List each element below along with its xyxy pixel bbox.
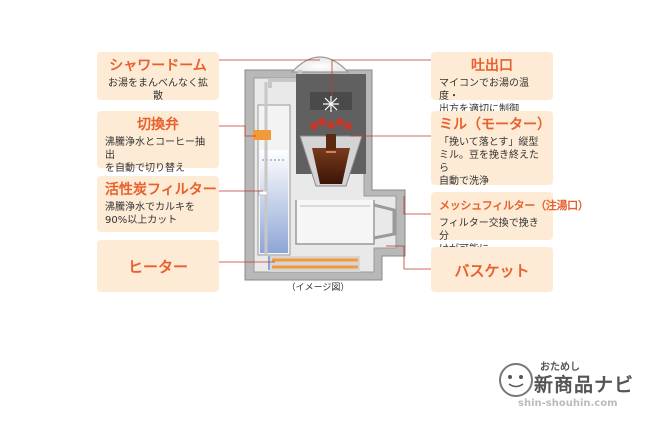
site-logo: おためし 新商品ナビ shin-shouhin.com bbox=[496, 356, 646, 416]
shower-dome bbox=[290, 56, 350, 73]
label-mesh-filter-title: メッシュフィルター（注湯口） bbox=[439, 199, 589, 212]
image-caption: （イメージ図） bbox=[286, 283, 350, 293]
label-mesh-filter: メッシュフィルター（注湯口） フィルター交換で挽き分 けが可能に bbox=[431, 192, 589, 255]
label-shower-dome-title: シャワードーム bbox=[109, 58, 207, 74]
label-switch-valve: 切換弁 沸騰浄水とコーヒー抽出 を自動で切り替え bbox=[97, 111, 219, 174]
logo-url-text: shin-shouhin.com bbox=[518, 398, 618, 409]
logo-main-text: 新商品ナビ bbox=[534, 374, 635, 396]
carbon-filter-icon bbox=[258, 190, 268, 196]
label-mill-desc: 「挽いて落とす」縦型 ミル。豆を挽き終えたら 自動で洗浄 bbox=[439, 137, 539, 187]
label-shower-dome-desc: お湯をまんべんなく拡散 bbox=[108, 78, 208, 102]
water-tank bbox=[257, 104, 291, 256]
logo-small-text: おためし bbox=[540, 362, 580, 373]
label-basket: バスケット bbox=[431, 247, 553, 292]
label-carbon-filter: 活性炭フィルター 沸騰浄水でカルキを 90%以上カット bbox=[97, 176, 219, 232]
heater-coil bbox=[270, 256, 360, 272]
label-mill-title: ミル（モーター） bbox=[439, 117, 551, 133]
basket-carafe bbox=[295, 200, 396, 245]
label-carbon-filter-desc: 沸騰浄水でカルキを 90%以上カット bbox=[105, 202, 195, 226]
label-switch-valve-title: 切換弁 bbox=[137, 117, 179, 133]
switch-valve bbox=[253, 130, 271, 140]
label-mill: ミル（モーター） 「挽いて落とす」縦型 ミル。豆を挽き終えたら 自動で洗浄 bbox=[431, 111, 553, 187]
label-outlet-title: 吐出口 bbox=[471, 58, 513, 74]
mascot-icon bbox=[499, 363, 533, 397]
leader-lines bbox=[219, 59, 431, 270]
label-switch-valve-desc: 沸騰浄水とコーヒー抽出 を自動で切り替え bbox=[105, 137, 205, 174]
label-outlet: 吐出口 マイコンでお湯の温度・ 出方を適切に制御 bbox=[431, 52, 553, 115]
label-heater-title: ヒーター bbox=[127, 258, 188, 276]
label-heater: ヒーター bbox=[97, 240, 219, 292]
label-carbon-filter-title: 活性炭フィルター bbox=[105, 182, 217, 198]
label-basket-title: バスケット bbox=[454, 261, 530, 280]
label-shower-dome: シャワードーム お湯をまんべんなく拡散 bbox=[97, 52, 219, 102]
mill-column bbox=[296, 74, 366, 187]
label-outlet-desc: マイコンでお湯の温度・ 出方を適切に制御 bbox=[439, 78, 529, 115]
